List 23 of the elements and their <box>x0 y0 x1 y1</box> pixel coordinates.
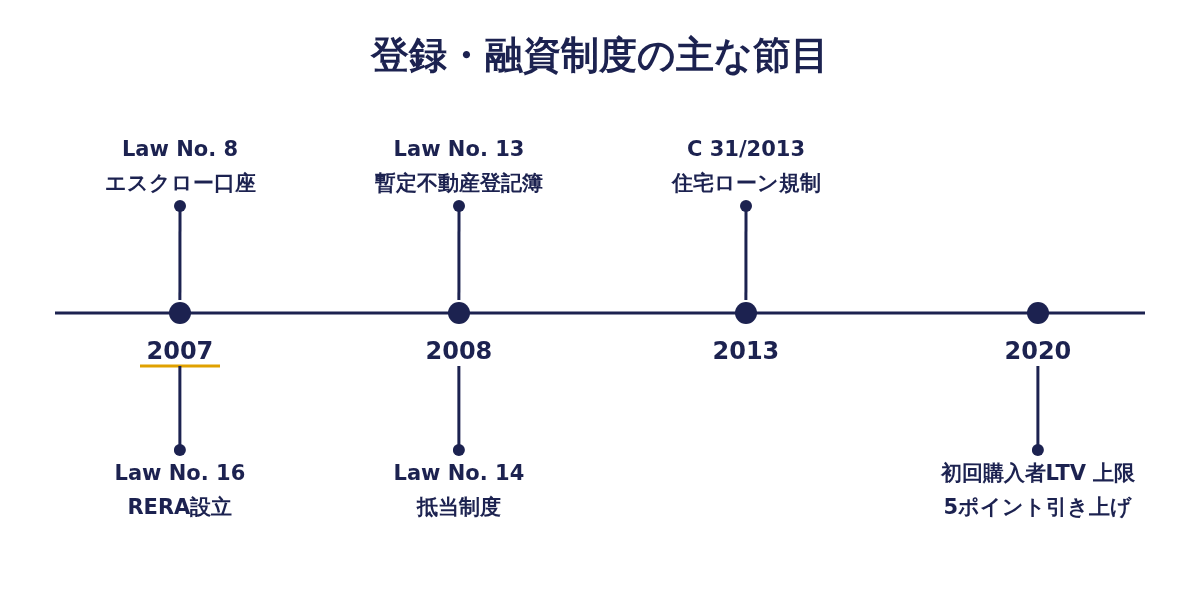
connector-line <box>453 200 465 300</box>
connector-line <box>173 366 186 456</box>
title: 登録・融資制度の主な節目 <box>371 32 829 79</box>
year-label: 2013 <box>712 336 780 366</box>
event-description: 抵当制度 <box>416 494 501 521</box>
event-heading: 初回購入者LTV 上限 <box>940 460 1136 487</box>
connector-line <box>1031 366 1044 456</box>
year-label: 2008 <box>425 336 493 366</box>
event-heading: Law No. 16 <box>114 460 246 487</box>
connector-line <box>740 200 752 300</box>
event-description: 5ポイント引き上げ <box>943 494 1133 521</box>
event-description: エスクロー口座 <box>104 170 256 197</box>
event-heading: Law No. 13 <box>393 136 525 163</box>
event-heading: Law No. 8 <box>121 136 239 163</box>
year-label: 2020 <box>1004 336 1072 366</box>
event-description: 住宅ローン規制 <box>671 170 821 197</box>
event-heading: C 31/2013 <box>686 136 806 163</box>
event-description: 暫定不動産登記簿 <box>375 170 543 197</box>
event-description: RERA設立 <box>127 494 233 521</box>
connector-line <box>452 366 465 456</box>
event-heading: Law No. 14 <box>393 460 525 487</box>
connector-line <box>174 200 186 300</box>
year-label: 2007 <box>146 336 214 366</box>
